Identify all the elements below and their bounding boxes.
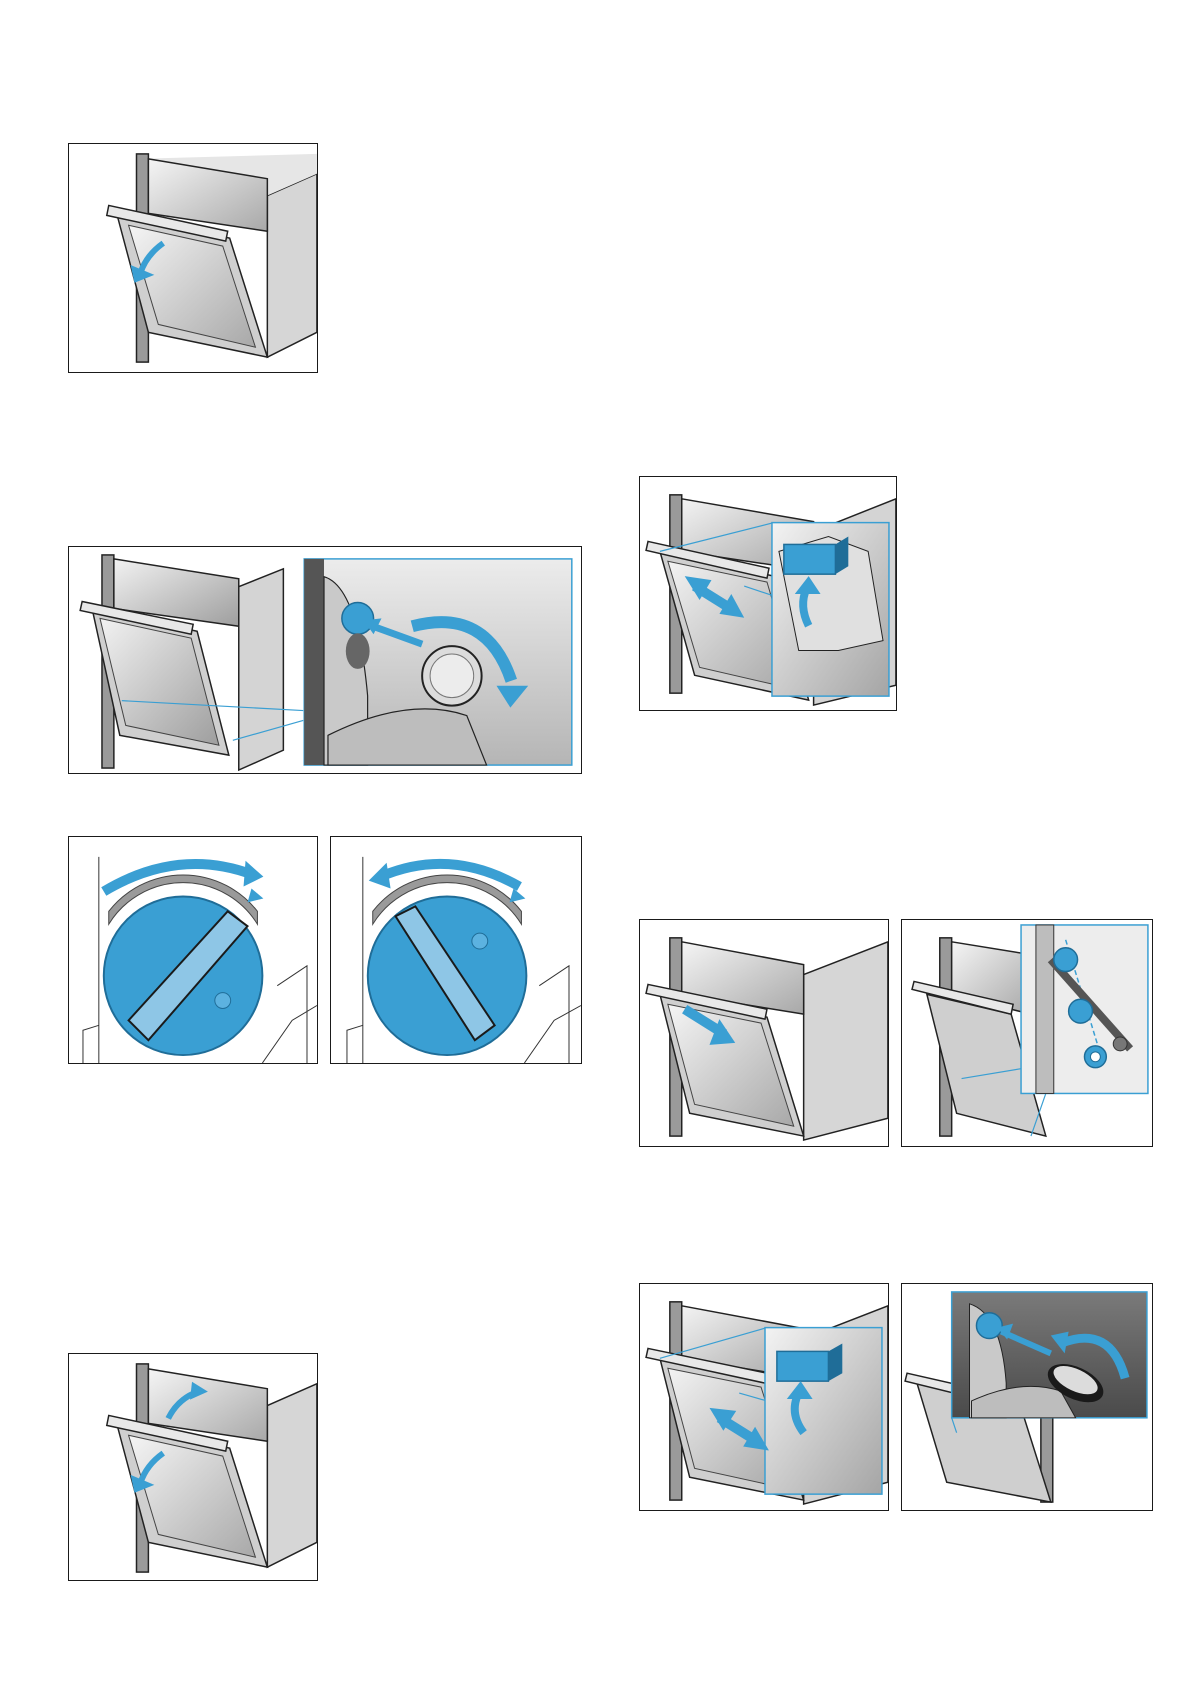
figure-lever-open	[68, 836, 318, 1064]
figure-release-glass	[639, 476, 897, 711]
figure-lever-closed	[330, 836, 582, 1064]
lever-rotate-back-illustration	[902, 1284, 1152, 1510]
lever-knob-icon	[976, 1313, 1002, 1339]
oven-door-open-illustration	[69, 144, 317, 372]
hinge-lever-illustration	[69, 547, 581, 773]
lever-closed-illustration	[331, 837, 581, 1063]
figure-lift-door	[639, 919, 889, 1147]
hinge-pins-illustration	[902, 920, 1152, 1146]
glass-clip-icon	[784, 544, 836, 574]
figure-hinge-detail	[901, 919, 1153, 1147]
lever-open-illustration	[69, 837, 317, 1063]
figure-turn-lever-back	[901, 1283, 1153, 1511]
figure-close-door	[68, 1353, 318, 1581]
figure-open-door	[68, 143, 318, 373]
glass-clip-icon	[777, 1351, 829, 1381]
oven-door-lift-illustration	[640, 920, 888, 1146]
oven-door-close-illustration	[69, 1354, 317, 1580]
hinge-pin-icon	[1054, 948, 1078, 972]
glass-clip-insert-illustration	[640, 1284, 888, 1510]
lever-knob-icon	[342, 603, 374, 635]
figure-lock-lever	[68, 546, 582, 774]
glass-clip-release-illustration	[640, 477, 896, 710]
hinge-pin-icon	[1069, 999, 1093, 1023]
figure-insert-glass	[639, 1283, 889, 1511]
